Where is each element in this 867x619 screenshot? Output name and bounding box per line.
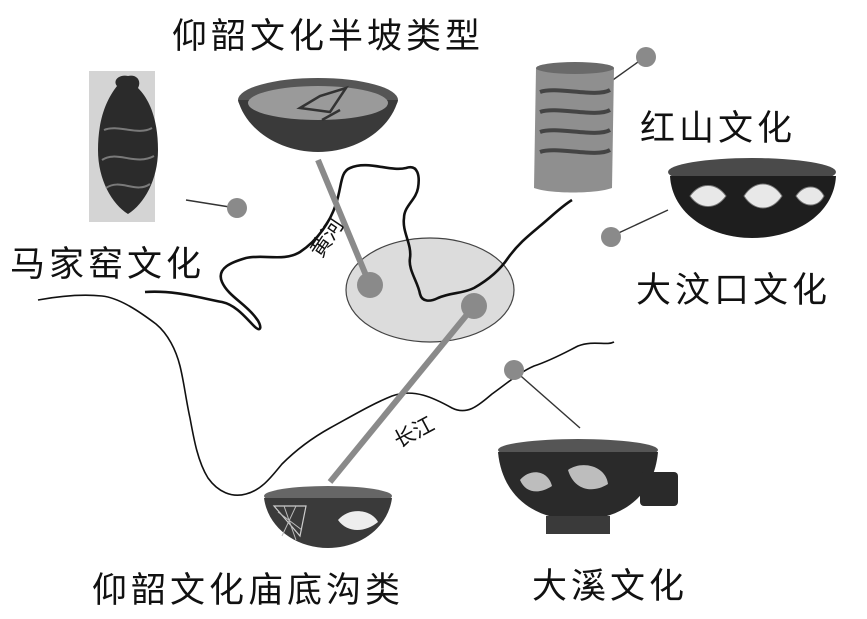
marker-daxi [504,360,524,380]
label-yangshao-miaodigou: 仰韶文化庙底沟类 [92,571,405,611]
label-dawenkou: 大汶口文化 [636,271,832,311]
marker-dawenkou [601,227,621,247]
daxi-vessel-image [498,439,678,534]
pointer-daxi [513,369,581,429]
marker-hongshan [636,47,656,67]
majiayao-vase-image [89,71,158,222]
label-majiayao: 马家窑文化 [10,245,206,285]
label-yangshao-banpo: 仰韶文化半坡类型 [172,17,485,57]
pointer-banpo [315,158,373,287]
label-daxi: 大溪文化 [532,567,689,607]
label-hongshan: 红山文化 [640,109,797,149]
banpo-bowl-image [238,78,398,152]
marker-majiayao [227,198,247,218]
pointer-dawenkou [611,209,669,237]
dawenkou-bowl-image [668,158,836,238]
pointer-miaodigou [327,304,477,484]
yellow-river [144,163,573,331]
miaodigou-bowl-image [264,486,392,548]
hongshan-jar-image [534,62,614,193]
marker-miaodigou [461,293,487,319]
marker-banpo [357,272,383,298]
